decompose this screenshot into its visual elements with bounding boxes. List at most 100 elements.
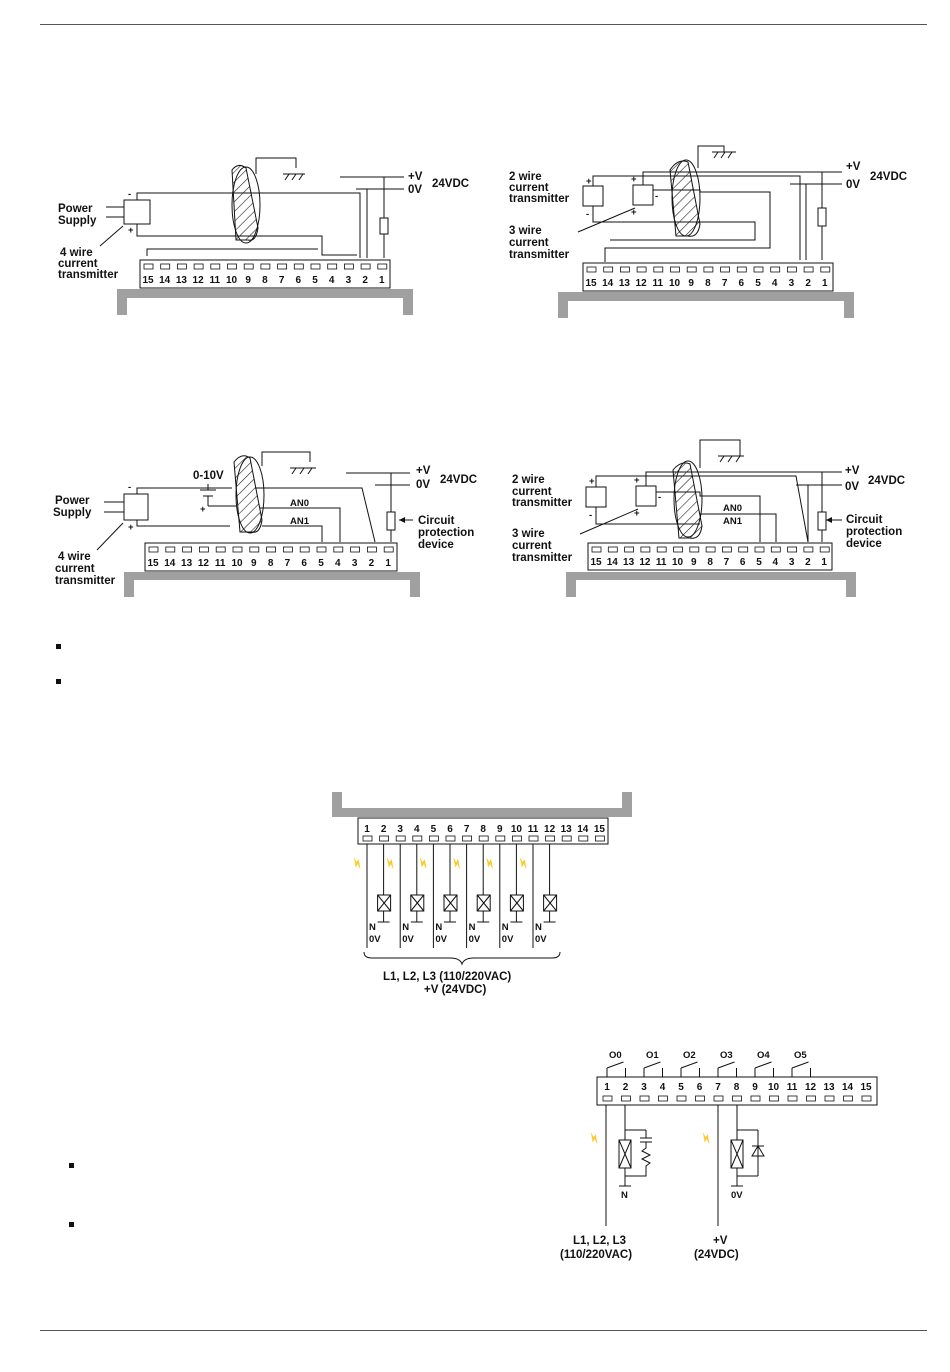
terminal-slot xyxy=(193,263,204,270)
power-supply-box xyxy=(123,493,149,521)
terminal-number: 5 xyxy=(431,824,437,835)
terminal-slot xyxy=(624,546,634,553)
three-wire-label: 3 wire xyxy=(509,225,542,237)
svg-text:⚡: ⚡ xyxy=(416,855,432,871)
terminal-number: 15 xyxy=(147,558,159,569)
svg-text:⚡: ⚡ xyxy=(449,855,465,871)
terminal-number: 2 xyxy=(805,557,811,568)
terminal-number: 15 xyxy=(594,824,606,835)
bullet xyxy=(56,679,61,684)
terminal-number: 7 xyxy=(279,275,285,286)
plc-housing xyxy=(124,572,420,597)
terminal-number: 4 xyxy=(772,278,778,289)
terminal-slot xyxy=(803,546,814,553)
terminal-number: 12 xyxy=(544,824,556,835)
two-wire-label: 2 wire xyxy=(512,474,545,486)
output-label: O3 xyxy=(720,1050,733,1061)
terminal-number: 10 xyxy=(511,824,523,835)
terminal-number: 15 xyxy=(142,275,154,286)
terminal-number: 1 xyxy=(364,824,370,835)
terminal-number: 1 xyxy=(385,558,391,569)
terminal-slot xyxy=(512,835,522,842)
terminal-number: 15 xyxy=(585,278,597,289)
plus-sign: + xyxy=(128,522,134,533)
zero-v-label: 0V xyxy=(846,179,860,191)
svg-text:⚡: ⚡ xyxy=(698,1130,714,1146)
n-label: N xyxy=(369,922,376,933)
two-wire-label: 2 wire xyxy=(509,171,542,183)
terminal-slot xyxy=(395,835,406,842)
terminal-slot xyxy=(713,1095,724,1102)
terminal-number: 6 xyxy=(697,1082,703,1093)
svg-text:⚡: ⚡ xyxy=(382,855,398,871)
output-label: O4 xyxy=(757,1050,770,1061)
two-wire-label: current xyxy=(512,486,552,498)
terminal-number: 11 xyxy=(215,558,226,569)
voltage-label: 0-10V xyxy=(193,470,224,482)
plus-sign: + xyxy=(589,476,595,487)
an1-label: AN1 xyxy=(290,516,310,527)
terminal-slot xyxy=(689,546,700,553)
plc-housing xyxy=(332,792,632,817)
terminal-number: 7 xyxy=(724,557,730,568)
terminal-number: 1 xyxy=(379,275,385,286)
terminal-slot xyxy=(656,546,667,553)
plus-sign: + xyxy=(631,174,637,185)
terminal-number: 10 xyxy=(231,558,243,569)
terminal-slot xyxy=(215,546,226,553)
terminal-slot xyxy=(383,546,394,553)
terminal-slot xyxy=(277,263,288,270)
terminal-number: 14 xyxy=(602,278,614,289)
an1-label: AN1 xyxy=(723,516,743,527)
terminal-number: 8 xyxy=(268,558,274,569)
terminal-slot xyxy=(722,546,732,553)
terminal-number: 4 xyxy=(414,824,420,835)
terminal-slot xyxy=(586,266,597,273)
terminal-number: 2 xyxy=(381,824,387,835)
terminal-number: 4 xyxy=(660,1082,666,1093)
terminal-slot xyxy=(232,546,243,553)
terminal-number: 13 xyxy=(561,824,573,835)
terminal-slot xyxy=(260,263,271,270)
two-wire-label: current xyxy=(509,182,549,194)
bullet xyxy=(69,1222,74,1227)
terminal-slot xyxy=(412,835,423,842)
terminal-number: 3 xyxy=(352,558,358,569)
terminal-number: 9 xyxy=(688,278,694,289)
n-label: N xyxy=(621,1190,628,1201)
an0-label: AN0 xyxy=(723,503,742,514)
terminal-slot xyxy=(462,835,473,842)
terminal-number: 13 xyxy=(181,558,193,569)
terminal-slot xyxy=(620,266,630,273)
terminal-slot xyxy=(445,835,456,842)
terminal-number: 12 xyxy=(639,557,651,568)
terminal-number: 13 xyxy=(619,278,631,289)
terminal-number: 11 xyxy=(787,1082,798,1093)
terminal-slot xyxy=(343,263,354,270)
bottom-rule xyxy=(40,1330,927,1331)
terminal-slot xyxy=(695,1095,705,1102)
terminal-number: 1 xyxy=(821,557,827,568)
two-wire-label: transmitter xyxy=(509,193,570,205)
terminal-number: 3 xyxy=(346,275,352,286)
protection-label: protection xyxy=(418,527,474,539)
terminal-number: 2 xyxy=(805,278,811,289)
top-rule xyxy=(40,24,927,25)
cable-shield xyxy=(669,160,701,237)
three-wire-label: current xyxy=(512,540,552,552)
ac-supply-label: (110/220VAC) xyxy=(560,1249,632,1261)
terminal-number: 7 xyxy=(715,1082,721,1093)
power-supply-box xyxy=(123,199,151,225)
terminal-slot xyxy=(198,546,209,553)
terminal-slot xyxy=(182,546,193,553)
output-label: O5 xyxy=(794,1050,807,1061)
n-label: N xyxy=(535,922,542,933)
terminal-number: 6 xyxy=(301,558,307,569)
terminal-slot xyxy=(478,835,489,842)
terminal-number: 12 xyxy=(636,278,648,289)
supply-label: 24VDC xyxy=(440,474,477,486)
supply-label: Supply xyxy=(53,507,92,519)
